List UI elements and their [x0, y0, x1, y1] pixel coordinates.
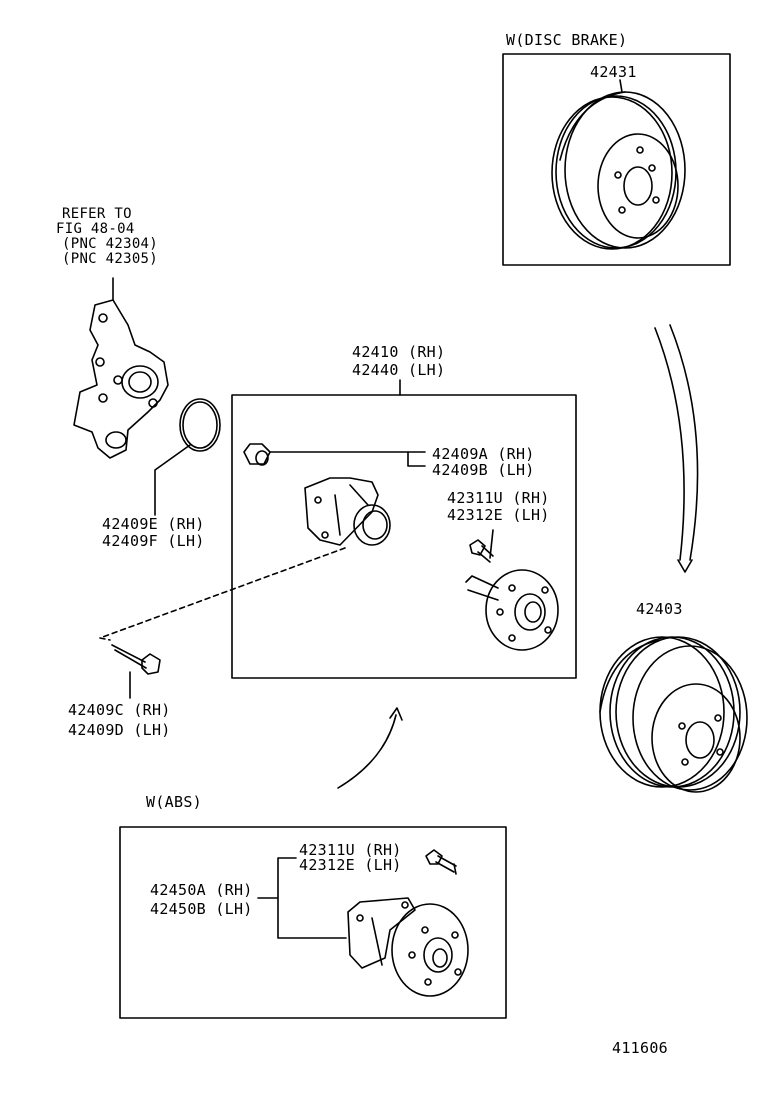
abs-bracket: [257, 857, 347, 939]
nut-part-rh[interactable]: 42409A (RH): [432, 445, 535, 463]
drum-part-number[interactable]: 42403: [636, 600, 683, 618]
flow-arrow-disc-to-drum: [654, 324, 699, 573]
disc-brake-header: W(DISC BRAKE): [506, 31, 628, 49]
brake-disc-rotor: [551, 79, 686, 250]
dashed-guide-line: [99, 547, 346, 641]
abs-hub-part-lh[interactable]: 42450B (LH): [150, 900, 253, 918]
hub-assy-frame: [231, 394, 577, 679]
hub-assy-part-lh[interactable]: 42440 (LH): [352, 361, 446, 379]
flow-arrow-abs-to-hub: [337, 707, 403, 789]
axle-hub-flange: [465, 569, 559, 651]
abs-hub: [347, 897, 469, 997]
brake-drum: [599, 636, 748, 793]
bolt-part-lh[interactable]: 42409D (LH): [68, 721, 171, 739]
hub-bearing: [304, 477, 391, 546]
abs-hub-part-rh[interactable]: 42450A (RH): [150, 881, 253, 899]
abs-stud-part-lh[interactable]: 42312E (LH): [299, 856, 402, 874]
knuckle-ref-line-2: FIG 48-04: [56, 221, 135, 237]
knuckle-ref-line-1: REFER TO: [62, 206, 132, 222]
hub-assy-part-rh[interactable]: 42410 (RH): [352, 343, 446, 361]
abs-stud-bolt: [425, 849, 457, 875]
abs-stud-part-rh[interactable]: 42311U (RH): [299, 841, 402, 859]
seal-part-rh[interactable]: 42409E (RH): [102, 515, 205, 533]
hub-bolt: [469, 529, 494, 563]
disc-brake-frame: [502, 53, 731, 266]
bolt-part-rh[interactable]: 42409C (RH): [68, 701, 171, 719]
seal-ring: [154, 398, 221, 516]
nut-part-lh[interactable]: 42409B (LH): [432, 461, 535, 479]
abs-frame: [119, 826, 507, 1019]
abs-header: W(ABS): [146, 793, 202, 811]
hub-stud-part-rh[interactable]: 42311U (RH): [447, 489, 550, 507]
lock-nut: [243, 443, 426, 467]
knuckle-illustration: [73, 277, 169, 459]
disc-rotor-part-number[interactable]: 42431: [590, 63, 637, 81]
mounting-bolt: [111, 644, 161, 699]
knuckle-ref-line-4: (PNC 42305): [62, 251, 159, 267]
hub-stud-part-lh[interactable]: 42312E (LH): [447, 506, 550, 524]
seal-part-lh[interactable]: 42409F (LH): [102, 532, 205, 550]
knuckle-ref-line-3: (PNC 42304): [62, 236, 159, 252]
diagram-id: 411606: [612, 1039, 668, 1057]
